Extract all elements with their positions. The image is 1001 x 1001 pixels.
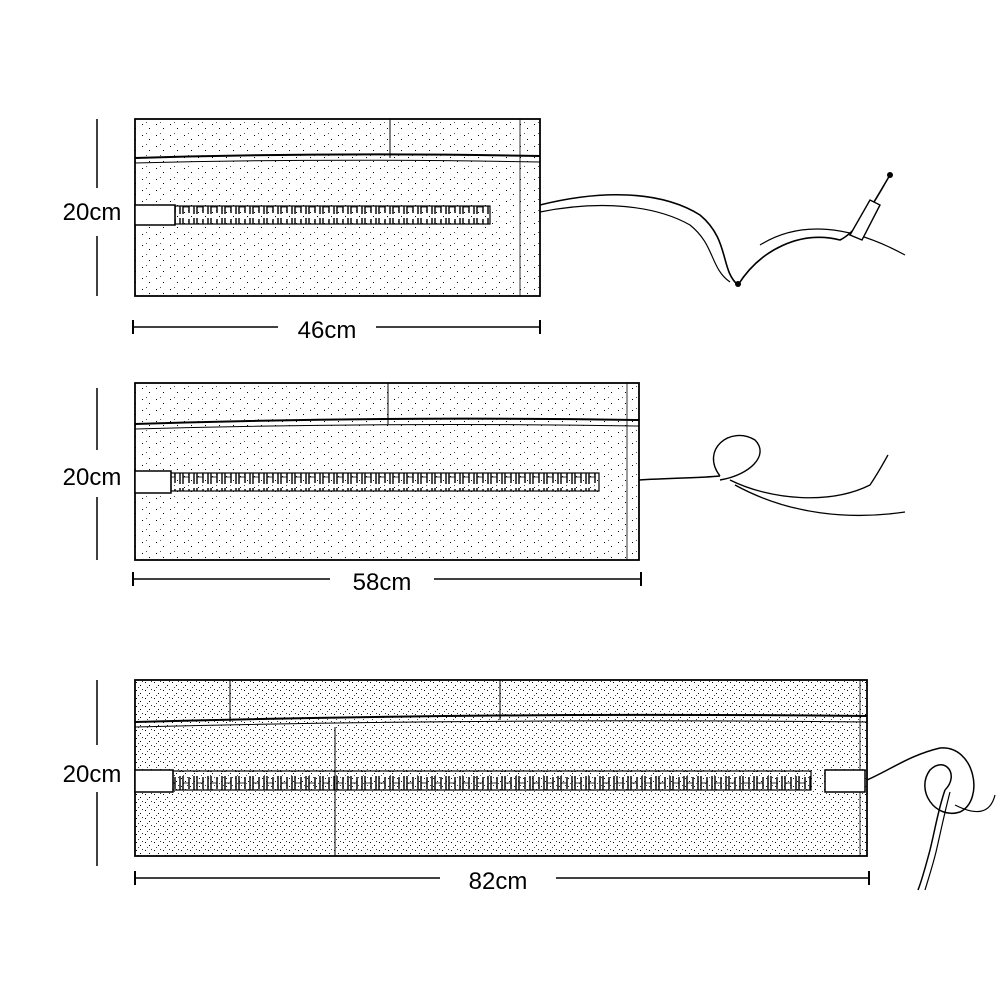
elastic-end-tab [134,204,176,226]
tie-strap [924,791,951,891]
elastic-band [170,472,600,492]
roll-medium: 20cm 58cm [63,382,906,596]
elastic-band [174,205,491,225]
tie-strap [866,747,975,815]
roll-small: 20cm 46cm [63,118,906,344]
elastic-end-tab [824,769,866,793]
roll-large: 20cm 82cm [63,679,996,895]
width-label: 82cm [469,868,528,895]
panel-divider [229,680,501,722]
height-label: 20cm [63,464,122,491]
roll-body [134,382,640,561]
flap-seam [134,417,640,425]
tie-strap [729,454,889,499]
tie-strap [539,204,731,283]
strap-tip [735,281,741,287]
elastic-end-tab [134,769,174,793]
flap-seam [134,424,640,430]
flap-seam [134,159,541,164]
tie-strap [954,794,996,813]
width-label: 46cm [298,317,357,344]
roll-body [134,679,868,857]
height-label: 20cm [63,199,122,226]
strap-tip [887,172,893,178]
strap-buckle [848,199,881,241]
tie-strap [759,228,906,256]
flap-seam [134,720,868,728]
height-label: 20cm [63,761,122,788]
width-label: 58cm [353,569,412,596]
elastic-end-tab [134,470,172,494]
tie-strap [917,789,946,891]
tie-strap [734,484,906,517]
elastic-band [172,770,812,791]
tie-strap [712,434,761,481]
tie-strap [638,475,721,481]
flap-seam [134,153,541,159]
